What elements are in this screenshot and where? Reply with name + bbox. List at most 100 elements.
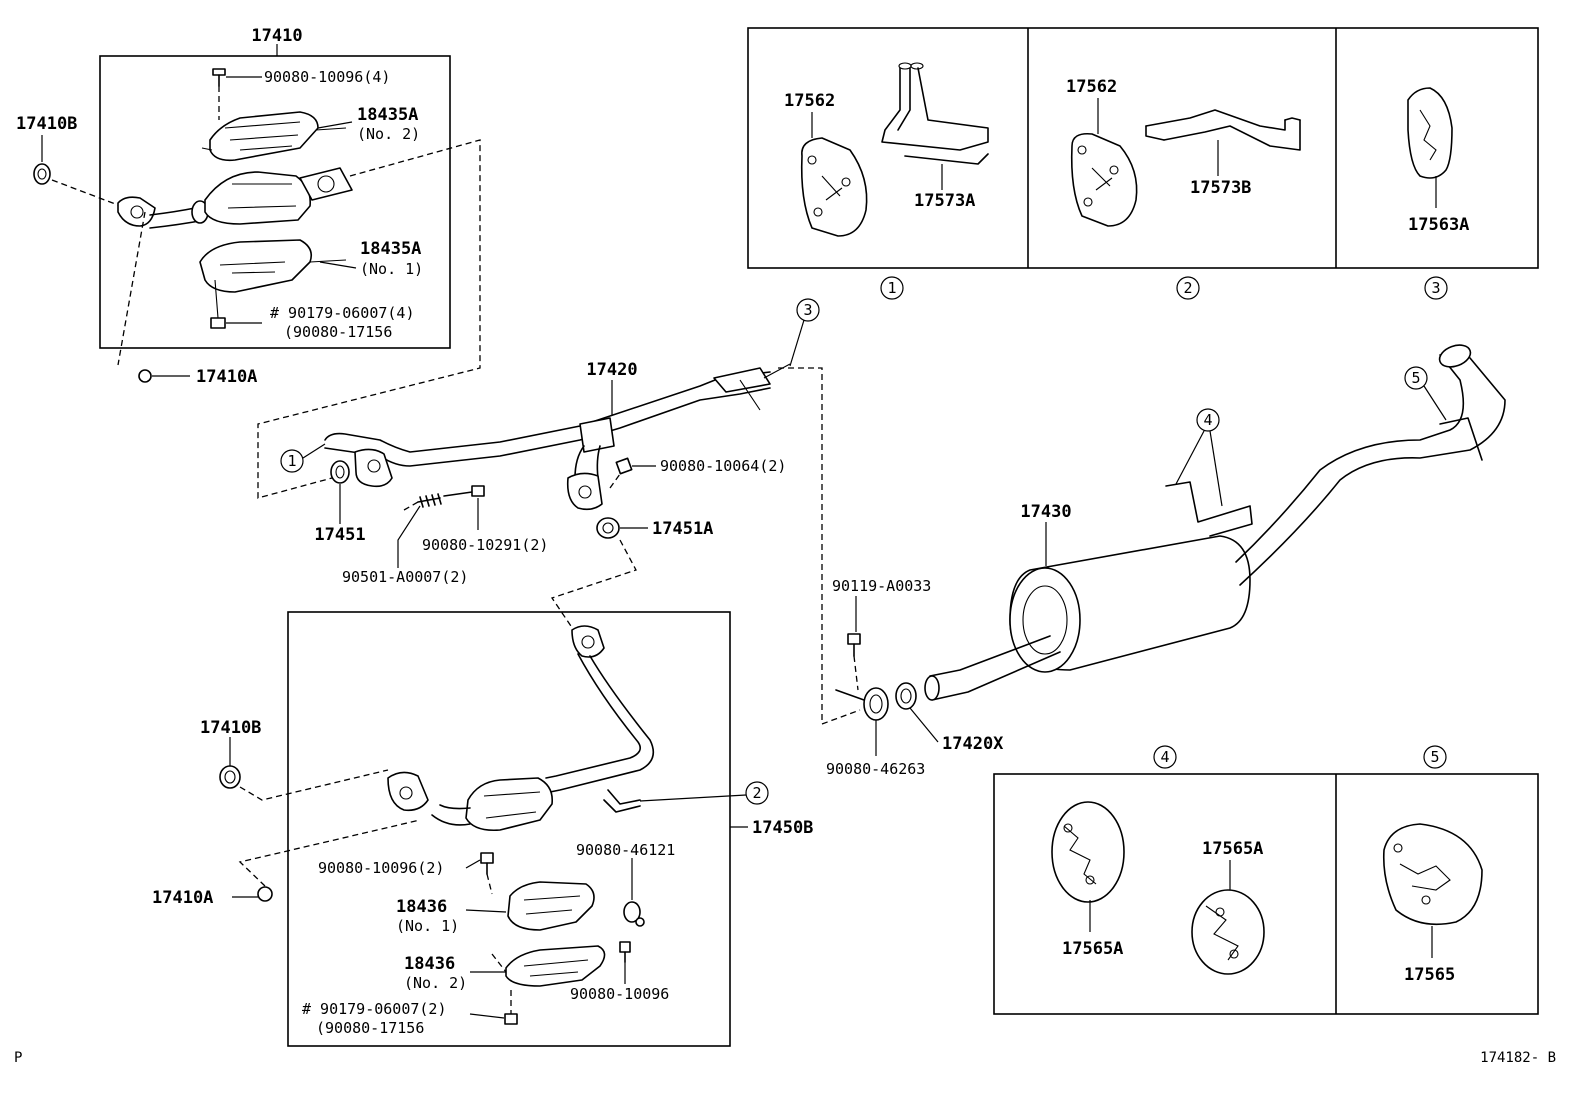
label-90080-10096[interactable]: 90080-10096 <box>570 985 669 1003</box>
label-17451[interactable]: 17451 <box>314 525 365 545</box>
label-90080-17156-top[interactable]: (90080-17156 <box>284 323 392 341</box>
diagram-id: 174182- B <box>1480 1050 1556 1066</box>
gasket-17451a[interactable] <box>596 517 620 539</box>
gasket-90080-46263[interactable] <box>835 687 889 721</box>
heat-insulator-no2[interactable] <box>201 111 347 162</box>
nut-icon-bottom[interactable] <box>504 990 518 1025</box>
label-17562-a[interactable]: 17562 <box>784 91 835 111</box>
callout-1-pipe <box>280 449 304 473</box>
label-17562-b[interactable]: 17562 <box>1066 77 1117 97</box>
group-17450b: 2 90080-10096(2) 18436 (No. 1) 90080-461… <box>287 611 769 1047</box>
svg-text:3: 3 <box>803 301 812 319</box>
label-18436-no1[interactable]: 18436 <box>396 897 447 917</box>
heat-insulator-no1[interactable] <box>199 239 347 319</box>
label-17410a-top[interactable]: 17410A <box>196 367 257 387</box>
label-90179-06007-4[interactable]: # 90179-06007(4) <box>270 304 415 322</box>
label-90501-a0007[interactable]: 90501-A0007(2) <box>342 568 468 586</box>
hanger-17562-a[interactable] <box>800 137 868 237</box>
nut-17410a-top[interactable] <box>138 369 152 383</box>
bolt-90119-a0033[interactable] <box>847 633 861 691</box>
label-90080-46263[interactable]: 90080-46263 <box>826 760 925 778</box>
bolt-spring-icon[interactable] <box>417 485 485 508</box>
label-90080-17156-bot[interactable]: (90080-17156 <box>316 1019 424 1037</box>
label-17573b[interactable]: 17573B <box>1190 178 1251 198</box>
box-17410 <box>99 55 451 349</box>
bolt-icon[interactable] <box>212 68 226 120</box>
svg-text:3: 3 <box>1431 279 1440 297</box>
nut-icon[interactable] <box>210 317 226 329</box>
hanger-17565a-b[interactable] <box>1191 889 1265 975</box>
label-90080-10096-2[interactable]: 90080-10096(2) <box>318 859 444 877</box>
nut-90080-10064[interactable] <box>615 457 633 475</box>
heat-insulator-18436-no1[interactable] <box>507 881 595 931</box>
label-17573a[interactable]: 17573A <box>914 191 975 211</box>
label-17430[interactable]: 17430 <box>1020 502 1071 522</box>
label-17420[interactable]: 17420 <box>586 360 637 380</box>
label-17451a[interactable]: 17451A <box>652 519 713 539</box>
callout-5-panel <box>1423 745 1447 769</box>
muffler-17430[interactable] <box>924 341 1506 701</box>
callout-4-panel <box>1153 745 1177 769</box>
callout-5-muffler <box>1404 366 1428 390</box>
front-pipe-converter[interactable] <box>117 167 353 229</box>
callout-1-panel <box>880 276 904 300</box>
label-90080-10064[interactable]: 90080-10064(2) <box>660 457 786 475</box>
hanger-17565a-a[interactable] <box>1051 801 1125 903</box>
hanger-panels-top: 17562 17573A 17562 17573B <box>747 27 1539 269</box>
label-18435a-no2[interactable]: 18435A <box>357 105 418 125</box>
bracket-17573a[interactable] <box>881 62 989 165</box>
callout-3-pipe <box>796 298 820 322</box>
svg-text:1: 1 <box>287 452 296 470</box>
rear-pipe-converter[interactable] <box>387 625 655 832</box>
label-18436-no2-sub: (No. 2) <box>404 974 467 992</box>
bolt-icon-bottom[interactable] <box>480 852 494 895</box>
label-18435a-no2-sub: (No. 2) <box>357 125 420 143</box>
svg-text:1: 1 <box>887 279 896 297</box>
label-90080-46121[interactable]: 90080-46121 <box>576 841 675 859</box>
bolt-90080-10096[interactable] <box>619 941 631 963</box>
gasket-17410b-bottom[interactable] <box>219 765 241 789</box>
label-17410a-bottom[interactable]: 17410A <box>152 888 213 908</box>
callout-2-converter <box>745 781 769 805</box>
clamp-90080-46121[interactable] <box>623 901 645 927</box>
callout-4-muffler <box>1196 408 1220 432</box>
label-17565[interactable]: 17565 <box>1404 965 1455 985</box>
box-17450b <box>287 611 731 1047</box>
label-18435a-no1-sub: (No. 1) <box>360 260 423 278</box>
label-18436-no2[interactable]: 18436 <box>404 954 455 974</box>
hanger-panels-bottom: 17565A 17565A 17565 <box>993 773 1539 1015</box>
label-90119-a0033[interactable]: 90119-A0033 <box>832 577 931 595</box>
panel-box-bottom <box>993 773 1539 1015</box>
label-17410b-top[interactable]: 17410B <box>16 114 77 134</box>
bracket-17573b[interactable] <box>1145 109 1301 151</box>
label-17420x[interactable]: 17420X <box>942 734 1004 754</box>
svg-text:4: 4 <box>1203 411 1212 429</box>
label-90179-06007-2[interactable]: # 90179-06007(2) <box>302 1000 447 1018</box>
hanger-17563a[interactable] <box>1407 87 1453 179</box>
svg-text:5: 5 <box>1430 748 1439 766</box>
label-18436-no1-sub: (No. 1) <box>396 917 459 935</box>
label-17565a-b[interactable]: 17565A <box>1202 839 1263 859</box>
label-17410b-bottom[interactable]: 17410B <box>200 718 261 738</box>
hanger-17562-b[interactable] <box>1070 132 1138 227</box>
label-17565a-a[interactable]: 17565A <box>1062 939 1123 959</box>
callout-2-panel <box>1176 276 1200 300</box>
svg-text:4: 4 <box>1160 748 1169 766</box>
label-17563a[interactable]: 17563A <box>1408 215 1469 235</box>
hanger-17565[interactable] <box>1382 823 1483 926</box>
center-pipe-17420[interactable] <box>324 363 791 511</box>
heat-insulator-18436-no2[interactable] <box>491 945 606 987</box>
gasket-17410b-top[interactable] <box>33 163 51 185</box>
label-18435a-no1[interactable]: 18435A <box>360 239 421 259</box>
label-90080-10291[interactable]: 90080-10291(2) <box>422 536 548 554</box>
label-17450b[interactable]: 17450B <box>752 818 813 838</box>
label-17410[interactable]: 17410 <box>251 26 302 46</box>
label-90080-10096-4[interactable]: 90080-10096(4) <box>264 68 390 86</box>
svg-text:2: 2 <box>752 784 761 802</box>
gasket-17420x[interactable] <box>895 682 917 710</box>
group-17410: 17410 90080-10096(4) 18435A (No. 2) <box>99 26 451 349</box>
corner-mark: P <box>14 1050 22 1066</box>
nut-17410a-bottom[interactable] <box>257 886 273 902</box>
gasket-17451[interactable] <box>330 460 350 484</box>
